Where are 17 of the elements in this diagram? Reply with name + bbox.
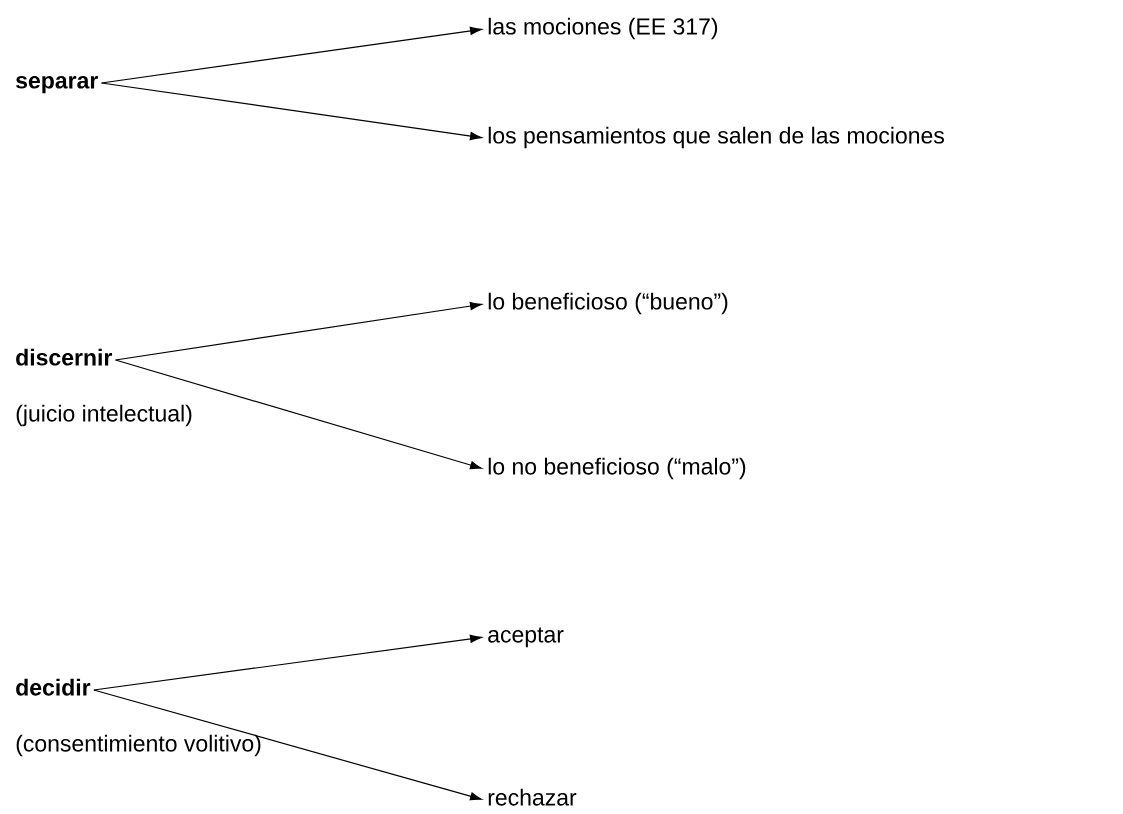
term-label: decidir xyxy=(16,678,91,696)
arrow xyxy=(93,634,482,691)
outcome-label: los pensamientos que salen de las mociones xyxy=(488,126,944,149)
note-text: (juicio intelectual) xyxy=(16,404,192,427)
outcome-label: separar xyxy=(16,76,98,94)
outcome-label: aceptar xyxy=(488,627,564,648)
outcome-label: las mociones (EE 317) xyxy=(488,17,718,40)
outcome-label: rechazar xyxy=(488,788,577,806)
arrow xyxy=(114,301,482,361)
outcome-label: lo beneficioso (“bueno”) xyxy=(488,292,728,315)
outcome-label: lo no beneficioso (“malo”) xyxy=(488,457,746,480)
arrow xyxy=(114,359,482,470)
term-label: discernir xyxy=(16,348,112,366)
arrow xyxy=(100,82,482,141)
note-text: (consentimiento volitivo) xyxy=(16,734,261,757)
arrow xyxy=(100,26,482,84)
arrow xyxy=(93,689,482,801)
